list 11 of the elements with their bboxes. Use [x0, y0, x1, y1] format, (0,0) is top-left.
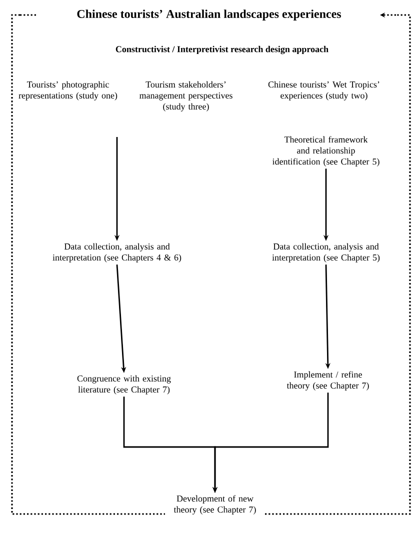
- step-text: Congruence with existing literature (see Chapter 7): [77, 375, 171, 394]
- step-text: Data collection, analysis and interpretation (see Chapters 4 & 6): [52, 243, 182, 262]
- study-heading: Tourists’ photographic representations (study one): [18, 81, 118, 100]
- step-text: Theoretical framework and relationship identification (see Chapter 5): [272, 136, 380, 166]
- step-text: Data collection, analysis and interpretation (see Chapter 5): [272, 243, 380, 262]
- title: Chinese tourists’ Australian landscapes experiences: [77, 10, 342, 20]
- step-text: Development of new theory (see Chapter 7): [174, 495, 256, 514]
- study-heading: Chinese tourists’ Wet Tropics’ experiences (study two): [268, 81, 380, 100]
- study-heading: Tourism stakeholders’ management perspectives (study three): [139, 81, 232, 112]
- step-text: Implement / refine theory (see Chapter 7): [286, 371, 369, 390]
- subtitle: Constructivist / Interpretivist research design approach: [116, 46, 328, 54]
